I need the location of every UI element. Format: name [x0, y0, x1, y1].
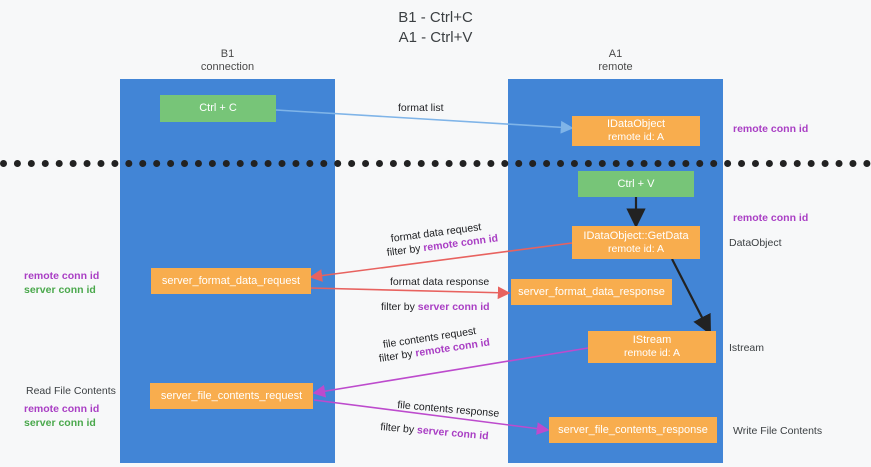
lane-header-b1: B1 connection [200, 48, 255, 73]
edge-label-file-contents-response-line1: file contents response [396, 398, 500, 420]
node-getdata-label: IDataObject::GetData [583, 229, 689, 242]
annotation-dataobject: DataObject [729, 237, 782, 249]
node-server-format-data-request[interactable]: server_format_data_request [151, 268, 311, 294]
node-server-file-contents-request-label: server_file_contents_request [160, 389, 303, 402]
edge-label-format-data-response: format data response [390, 276, 490, 288]
annotation-remote-conn-id-top: remote conn id [733, 123, 809, 135]
edge-label-format-list: format list [398, 102, 444, 114]
page-title: B1 - Ctrl+C A1 - Ctrl+V [398, 9, 473, 46]
node-getdata[interactable]: IDataObject::GetData remote id: A [572, 226, 700, 259]
annotation-istream: Istream [729, 342, 765, 354]
node-ctrl-v-label: Ctrl + V [617, 177, 655, 190]
node-idataobject-top-sub: remote id: A [607, 131, 665, 143]
annotation-left-server-conn-id-bottom: server conn id [24, 417, 96, 429]
phase-divider [0, 160, 871, 167]
node-idataobject-top-label: IDataObject [606, 118, 666, 130]
filter-key-server-conn-id: server conn id [417, 301, 490, 313]
node-ctrl-v[interactable]: Ctrl + V [578, 171, 694, 197]
annotation-remote-conn-id-mid: remote conn id [733, 212, 809, 224]
filter-prefix: filter by [386, 242, 425, 259]
filter-prefix: filter by [381, 301, 418, 313]
edge-label-file-contents-response: file contents response [397, 398, 500, 421]
annotation-write-file-contents: Write File Contents [733, 425, 823, 437]
annotation-left-server-conn-id-mid: server conn id [24, 284, 96, 296]
edge-label-file-contents-response-filter: filter by server conn id [380, 420, 489, 443]
node-istream-sub: remote id: A [623, 347, 681, 359]
node-getdata-sub: remote id: A [607, 242, 665, 255]
edge-label-format-data-response-filter: filter by server conn id [381, 300, 490, 314]
filter-key-server-conn-id: server conn id [416, 424, 490, 443]
node-ctrl-c[interactable]: Ctrl + C [160, 95, 276, 122]
node-server-file-contents-response-label: server_file_contents_response [558, 423, 708, 436]
node-server-format-data-request-label: server_format_data_request [161, 274, 301, 287]
node-server-format-data-response[interactable]: server_format_data_response [511, 279, 672, 305]
node-server-file-contents-request[interactable]: server_file_contents_request [150, 383, 313, 409]
node-idataobject-top[interactable]: IDataObject remote id: A [572, 116, 700, 146]
node-server-file-contents-response[interactable]: server_file_contents_response [549, 417, 717, 443]
node-ctrl-c-label: Ctrl + C [199, 102, 237, 114]
node-istream[interactable]: IStream remote id: A [588, 331, 716, 363]
filter-prefix: filter by [379, 420, 418, 437]
node-server-format-data-response-label: server_format_data_response [518, 285, 665, 298]
annotation-read-file-contents: Read File Contents [26, 385, 116, 397]
annotation-left-remote-conn-id-bottom: remote conn id [24, 403, 100, 415]
annotation-left-remote-conn-id-mid: remote conn id [24, 270, 100, 282]
lane-header-a1: A1 remote [598, 48, 633, 73]
filter-prefix: filter by [378, 347, 417, 365]
node-istream-label: IStream [632, 334, 672, 346]
